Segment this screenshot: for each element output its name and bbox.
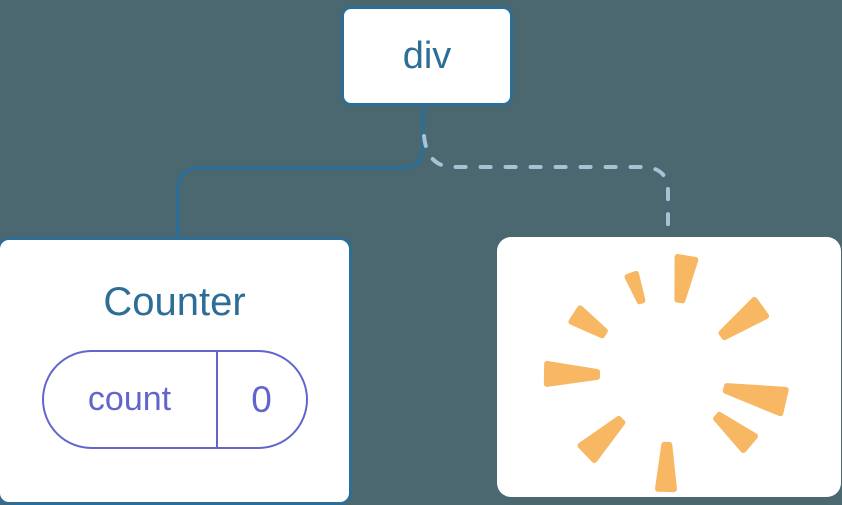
solid-edge-line [176, 99, 425, 241]
poof-burst-icon [543, 254, 789, 493]
dashed-edge-line [422, 134, 670, 241]
state-value: 0 [251, 378, 272, 420]
state-key-label: count [44, 352, 218, 447]
removed-node [497, 237, 841, 497]
root-node: div [341, 6, 513, 106]
root-node-label: div [402, 34, 452, 77]
counter-title: Counter [103, 280, 246, 324]
count-state-pill: count 0 [41, 350, 308, 449]
counter-node: Counter count 0 [0, 237, 352, 505]
